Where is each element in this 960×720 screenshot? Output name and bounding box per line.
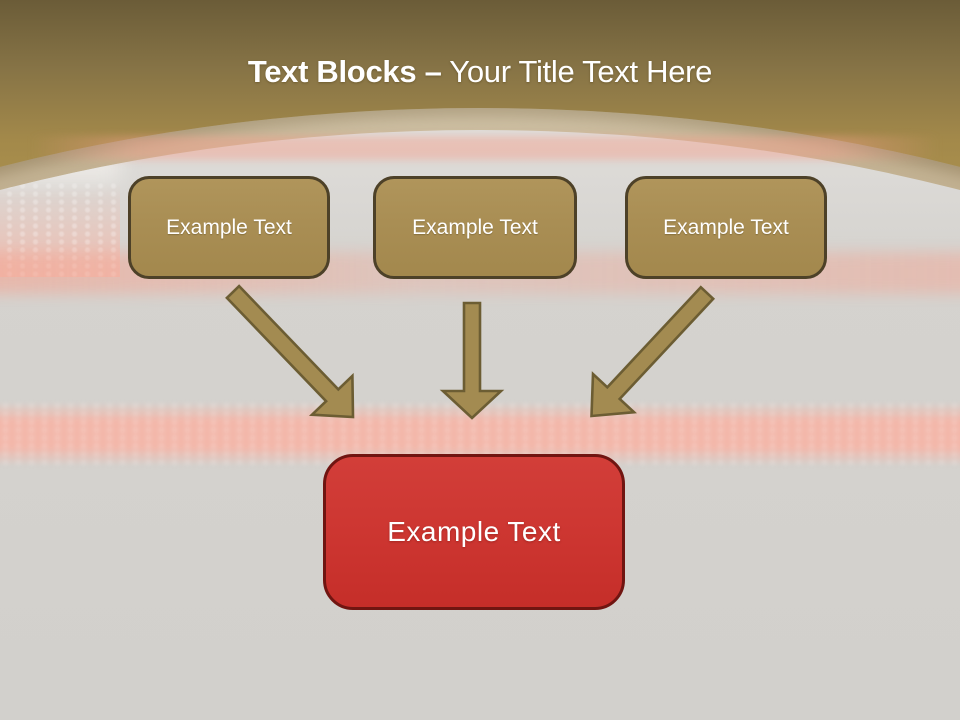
text-block-1[interactable]: Example Text (128, 176, 330, 279)
slide-title-normal: Your Title Text Here (449, 54, 713, 89)
slide-title[interactable]: Text Blocks – Your Title Text Here (0, 54, 960, 90)
arrow-down-left-icon[interactable] (590, 285, 716, 418)
arrow-down-icon[interactable] (439, 301, 505, 420)
result-block-label: Example Text (387, 516, 561, 547)
text-block-3[interactable]: Example Text (625, 176, 827, 279)
text-block-1-label: Example Text (166, 215, 292, 239)
arrow-down-right-icon[interactable] (225, 284, 355, 419)
text-block-3-label: Example Text (663, 215, 789, 239)
slide-title-emphasis: Text Blocks – (247, 54, 442, 89)
light-gray-band (0, 130, 120, 182)
text-block-2-label: Example Text (412, 215, 538, 239)
text-block-2[interactable]: Example Text (373, 176, 577, 279)
result-block[interactable]: Example Text (323, 454, 625, 610)
